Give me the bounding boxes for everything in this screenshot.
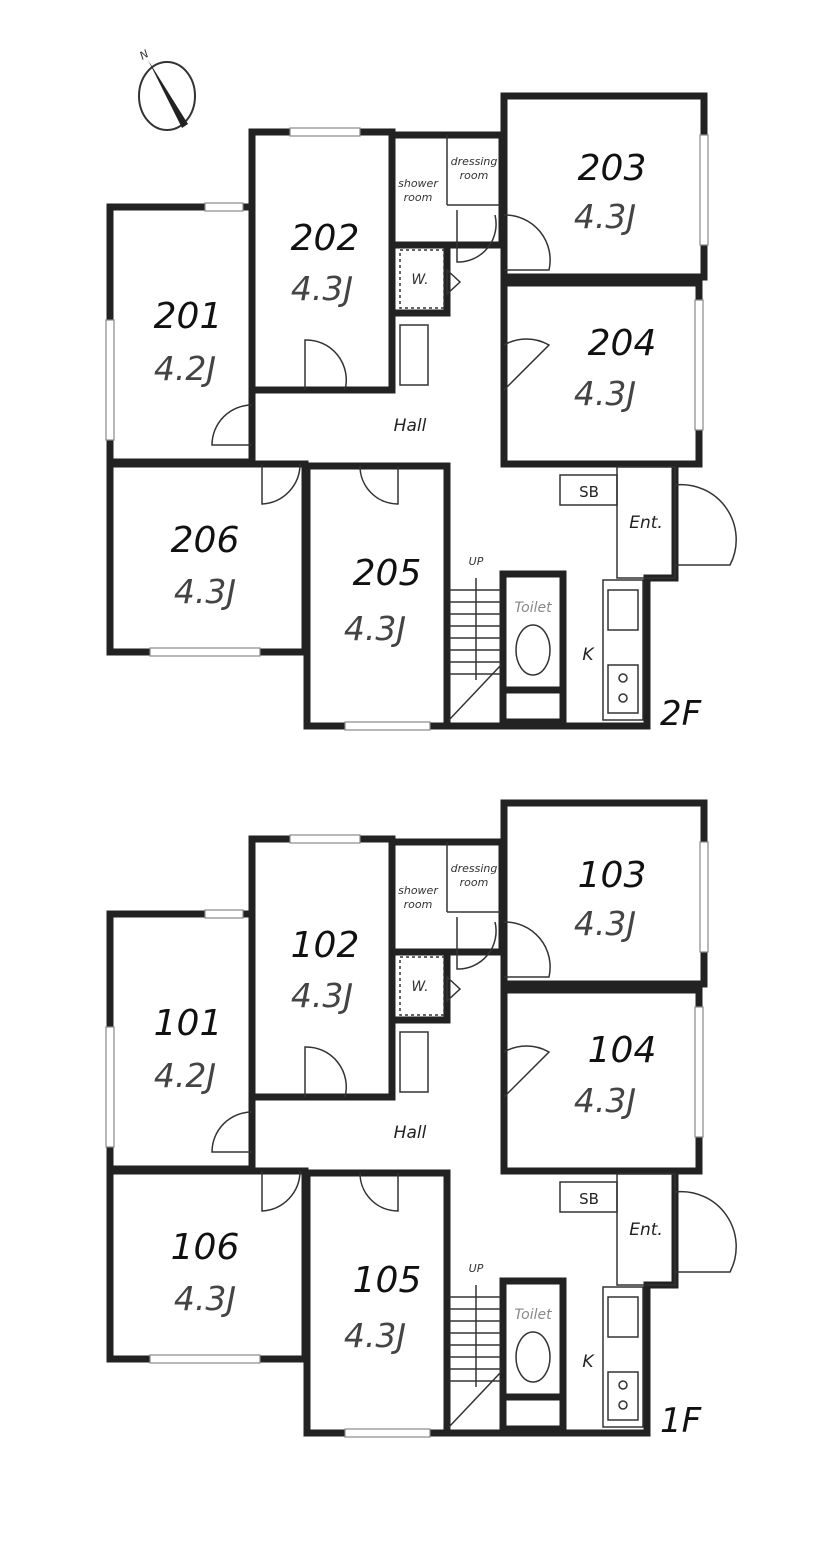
up-label: UP bbox=[469, 555, 484, 568]
room-size: 4.3J bbox=[574, 904, 636, 943]
room-size: 4.2J bbox=[154, 349, 216, 388]
toilet-room bbox=[499, 570, 567, 726]
room-number: 102 bbox=[291, 925, 360, 966]
room-size: 4.3J bbox=[174, 1279, 236, 1318]
dressing-room-label: dressing bbox=[451, 862, 498, 875]
washer-label: W. bbox=[411, 272, 428, 288]
room-number: 101 bbox=[154, 1003, 223, 1044]
room-number: 202 bbox=[291, 218, 360, 259]
room-number: 201 bbox=[154, 296, 223, 337]
room-202 bbox=[248, 835, 396, 1101]
entrance-label: Ent. bbox=[629, 1220, 663, 1240]
room-size: 4.3J bbox=[574, 1081, 636, 1120]
compass-north-label: N bbox=[137, 47, 151, 62]
dressing-room-label: dressing bbox=[451, 155, 498, 168]
shower-room-label: shower bbox=[398, 177, 439, 190]
room-size: 4.3J bbox=[344, 609, 406, 648]
room-number: 104 bbox=[588, 1030, 657, 1071]
room-number: 206 bbox=[171, 520, 240, 561]
toilet-label: Toilet bbox=[514, 1307, 552, 1323]
floor-2f: 201 4.2J 202 4.3J 203 4.3J 204 4.3J 205 … bbox=[105, 92, 737, 734]
toilet-label: Toilet bbox=[514, 600, 552, 616]
toilet-room bbox=[499, 1277, 567, 1433]
room-205 bbox=[303, 462, 451, 730]
room-number: 204 bbox=[588, 323, 657, 364]
sb-label: SB bbox=[579, 483, 599, 501]
dressing-room-label: room bbox=[460, 876, 489, 889]
shower-room-label: room bbox=[404, 191, 433, 204]
compass: N bbox=[137, 47, 196, 131]
kitchen-label: K bbox=[582, 645, 595, 665]
hall-label: Hall bbox=[394, 1123, 427, 1143]
stairs bbox=[448, 1285, 502, 1428]
sb-label: SB bbox=[579, 1190, 599, 1208]
shower-room-label: shower bbox=[398, 884, 439, 897]
room-size: 4.3J bbox=[574, 197, 636, 236]
room-size: 4.2J bbox=[154, 1056, 216, 1095]
floor-label: 2F bbox=[660, 694, 702, 734]
entrance-label: Ent. bbox=[629, 513, 663, 533]
hall-label: Hall bbox=[394, 416, 427, 436]
washer-label: W. bbox=[411, 979, 428, 995]
room-size: 4.3J bbox=[291, 976, 353, 1015]
room-number: 106 bbox=[171, 1227, 240, 1268]
room-size: 4.3J bbox=[174, 572, 236, 611]
room-number: 205 bbox=[353, 553, 422, 594]
room-205 bbox=[303, 1169, 451, 1437]
shower-room-label: room bbox=[404, 898, 433, 911]
up-label: UP bbox=[469, 1262, 484, 1275]
room-number: 103 bbox=[578, 855, 647, 896]
floor-label: 1F bbox=[660, 1401, 702, 1441]
dressing-room-label: room bbox=[460, 169, 489, 182]
room-size: 4.3J bbox=[291, 269, 353, 308]
room-size: 4.3J bbox=[574, 374, 636, 413]
room-202 bbox=[248, 128, 396, 394]
floor-1f: 101 4.2J 102 4.3J 103 4.3J 104 4.3J 105 … bbox=[105, 799, 737, 1441]
room-size: 4.3J bbox=[344, 1316, 406, 1355]
room-number: 105 bbox=[353, 1260, 422, 1301]
kitchen-label: K bbox=[582, 1352, 595, 1372]
room-number: 203 bbox=[578, 148, 647, 189]
stairs bbox=[448, 578, 502, 721]
